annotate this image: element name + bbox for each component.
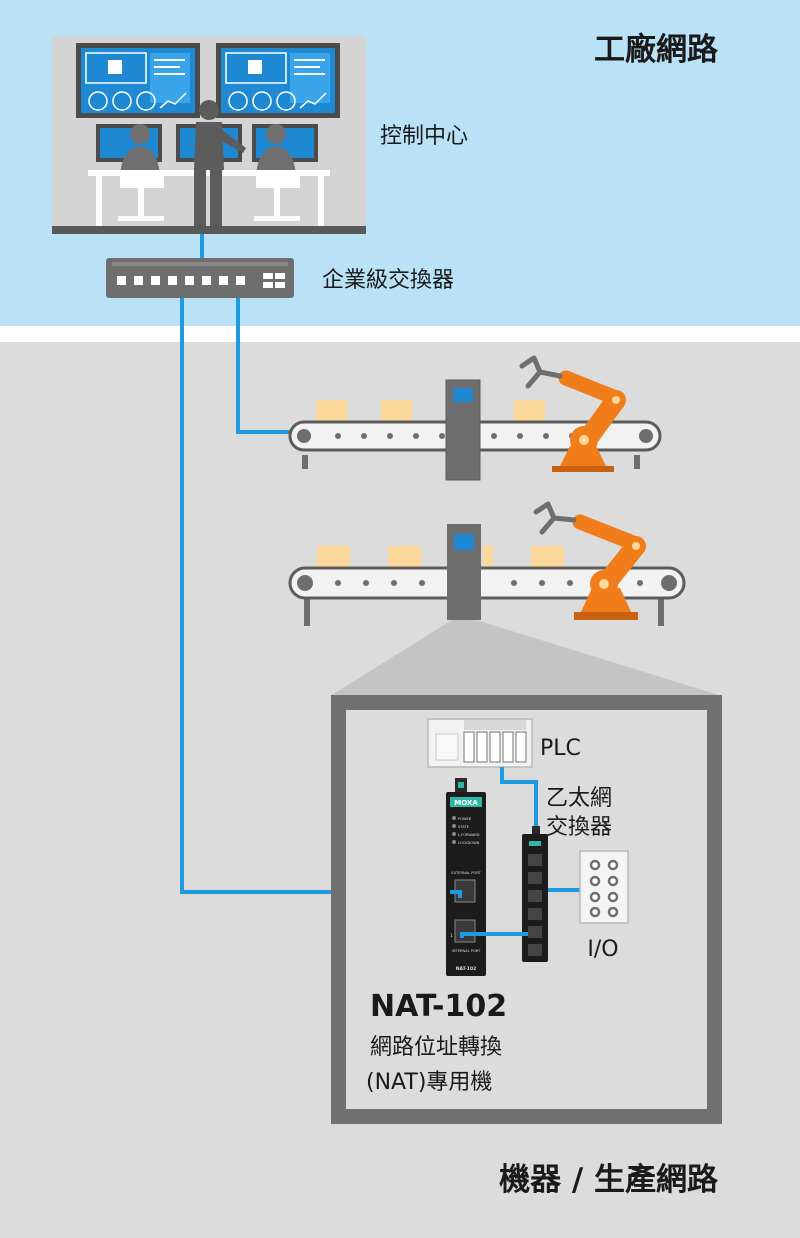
enterprise-switch-label: 企業級交換器 bbox=[322, 268, 454, 293]
zone-divider bbox=[0, 326, 800, 342]
ethernet-switch-label-line2: 交換器 bbox=[546, 815, 612, 840]
wall-display-right bbox=[216, 43, 340, 118]
production-line-2 bbox=[288, 501, 686, 626]
nat-led-power: POWER bbox=[458, 817, 472, 821]
nat-internal-port-label: INTERNAL PORT bbox=[452, 949, 481, 953]
robot-arm-2 bbox=[533, 501, 646, 620]
machine-network-title: 機器 / 生產網路 bbox=[499, 1162, 719, 1198]
nat-model-name: NAT-102 bbox=[370, 989, 507, 1024]
factory-network-title: 工廠網路 bbox=[594, 32, 719, 68]
cable-nat-internal-to-switch bbox=[460, 932, 528, 938]
ethernet-switch bbox=[522, 826, 548, 962]
nat-led-forward: L.FORWARD bbox=[458, 833, 480, 837]
nat-led-lockdown: LOCKDOWN bbox=[458, 841, 480, 845]
plc-device bbox=[427, 718, 533, 768]
control-center-illustration bbox=[52, 36, 366, 234]
nat-led-state: STATE bbox=[458, 825, 470, 829]
cable-nat-external bbox=[450, 890, 462, 898]
operator-left bbox=[118, 124, 164, 221]
nat-description-line1: 網路位址轉換 bbox=[370, 1035, 502, 1060]
nat-external-port-label: EXTERNAL PORT bbox=[451, 871, 481, 875]
enterprise-switch bbox=[106, 258, 294, 298]
nat-internal-port bbox=[454, 919, 476, 943]
production-line-1 bbox=[288, 355, 662, 481]
nat-brand-logo: MOXA bbox=[454, 799, 478, 807]
io-module bbox=[579, 850, 629, 924]
nat-status-leds: POWER STATE L.FORWARD LOCKDOWN bbox=[452, 816, 480, 845]
control-center-label: 控制中心 bbox=[380, 124, 468, 149]
wall-display-left bbox=[76, 43, 200, 118]
nat-102-device: MOXA POWER STATE L.FORWARD LOCKDOWN EXTE… bbox=[446, 778, 486, 976]
robot-arm-1 bbox=[519, 355, 626, 472]
operator-right bbox=[254, 124, 300, 221]
cable-plc-to-switch bbox=[500, 767, 538, 832]
io-label: I/O bbox=[587, 937, 618, 962]
nat-front-model: NAT-102 bbox=[456, 966, 477, 972]
plc-label: PLC bbox=[540, 736, 581, 761]
operator-standing bbox=[194, 100, 246, 226]
ethernet-switch-label-line1: 乙太網 bbox=[546, 786, 612, 811]
zoom-wedge bbox=[330, 620, 722, 696]
nat-description-line2: (NAT)專用機 bbox=[366, 1070, 492, 1095]
cable-switch-to-line1 bbox=[236, 298, 292, 434]
nat-port-number: 1 bbox=[450, 933, 453, 939]
